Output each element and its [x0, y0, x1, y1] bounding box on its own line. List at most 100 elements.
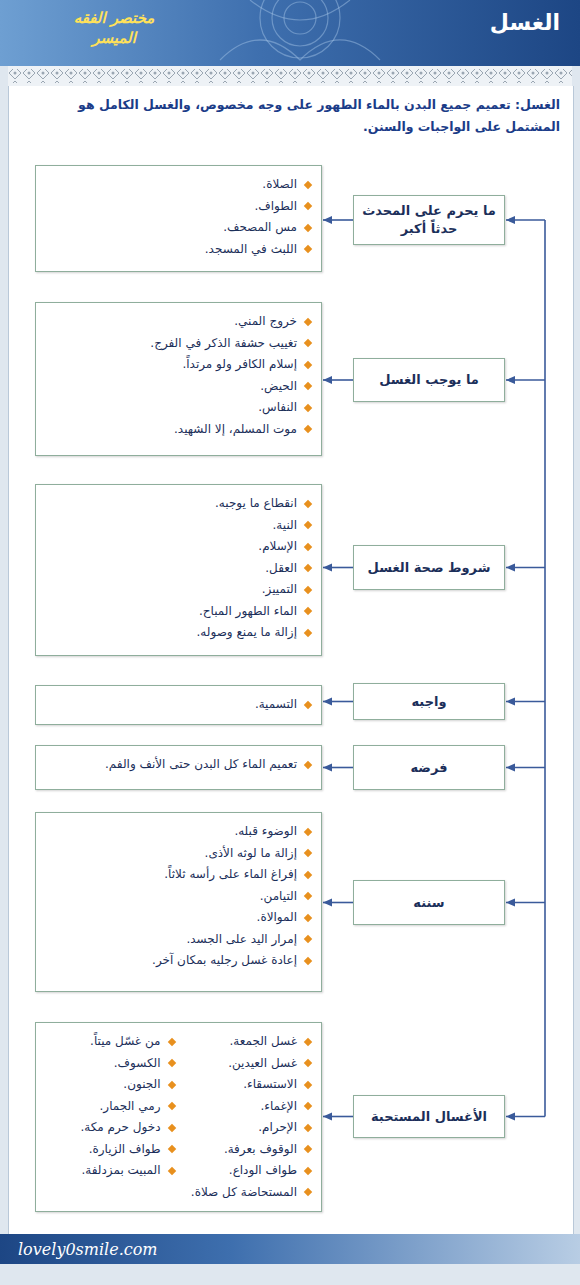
list-text: الوقوف بعرفة.	[224, 1139, 297, 1161]
branch-arrow	[506, 767, 545, 769]
list-text: الصلاة.	[262, 174, 297, 196]
category-box: واجبه	[353, 683, 505, 720]
bullet-diamond	[304, 224, 312, 232]
connector-arrow	[323, 1116, 353, 1118]
list-item: الحيض.	[44, 376, 311, 398]
list-text: الكسوف.	[114, 1053, 161, 1075]
bullet-diamond	[304, 629, 312, 637]
connector-arrow	[323, 567, 353, 569]
list-item: التيامن.	[44, 886, 311, 908]
list-text: إزالة ما يمنع وصوله.	[197, 622, 297, 644]
list-item: الصلاة.	[44, 174, 311, 196]
list-text: طواف الزيارة.	[89, 1139, 161, 1161]
list-item: الماء الطهور المباح.	[44, 601, 311, 623]
list-item: العقل.	[44, 558, 311, 580]
content-box: الصلاة.الطواف.مس المصحف.اللبث في المسجد.	[35, 165, 322, 272]
connector-arrow	[323, 219, 353, 221]
list-item: رمي الجمار.	[44, 1096, 175, 1118]
list-text: الموالاة.	[257, 907, 297, 929]
definition-text: الغسل: تعميم جميع البدن بالماء الطهور عل…	[20, 94, 560, 138]
list-item: الاستسقاء.	[181, 1074, 312, 1096]
bullet-diamond	[304, 761, 312, 769]
list-text: النفاس.	[258, 397, 297, 419]
category-box: شروط صحة الغسل	[353, 545, 505, 590]
list-item: النفاس.	[44, 397, 311, 419]
list-text: إسلام الكافر ولو مرتداً.	[182, 354, 297, 376]
list-text: إفراغ الماء على رأسه ثلاثاً.	[164, 864, 297, 886]
list-text: الماء الطهور المباح.	[199, 601, 297, 623]
list-text: المستحاضة كل صلاة.	[191, 1182, 297, 1204]
list-item: الوضوء قبله.	[44, 821, 311, 843]
category-label: سننه	[413, 894, 444, 912]
list-item: إعادة غسل رجليه بمكان آخر.	[44, 950, 311, 972]
list-text: من غسّل ميتاً.	[90, 1031, 160, 1053]
branch-arrow	[506, 379, 545, 381]
watermark: lovely0smile.com	[18, 1240, 158, 1259]
list-item: مس المصحف.	[44, 217, 311, 239]
bullet-diamond	[304, 1059, 312, 1067]
bullet-diamond	[304, 425, 312, 433]
category-box: فرضه	[353, 745, 505, 790]
list-text: تعميم الماء كل البدن حتى الأنف والفم.	[105, 754, 297, 776]
category-box: ما يحرم على المحدث حدثاً أكبر	[353, 195, 505, 245]
list-item: إسلام الكافر ولو مرتداً.	[44, 354, 311, 376]
connector-arrow	[323, 902, 353, 904]
content-box: الوضوء قبله.إزالة ما لوثه الأذى.إفراغ ال…	[35, 812, 322, 992]
list-text: الاستسقاء.	[243, 1074, 297, 1096]
list-item: التمييز.	[44, 579, 311, 601]
category-box: ما يوجب الغسل	[353, 358, 505, 402]
list-item: طواف الوداع.	[181, 1160, 312, 1182]
bullet-diamond	[304, 543, 312, 551]
list-text: التمييز.	[262, 579, 297, 601]
list-item: انقطاع ما يوجبه.	[44, 493, 311, 515]
list-text: انقطاع ما يوجبه.	[215, 493, 297, 515]
list-text: الوضوء قبله.	[234, 821, 297, 843]
bullet-diamond	[304, 1167, 312, 1175]
bullet-diamond	[304, 1145, 312, 1153]
bullet-diamond	[304, 828, 312, 836]
list-item: الطواف.	[44, 196, 311, 218]
bullet-diamond	[304, 564, 312, 572]
list-text: الطواف.	[254, 196, 297, 218]
list-text: إعادة غسل رجليه بمكان آخر.	[152, 950, 297, 972]
list-text: المبيت بمزدلفة.	[82, 1160, 161, 1182]
list-item: موت المسلم، إلا الشهيد.	[44, 419, 311, 441]
series-name: مختصر الفقه الميسر	[62, 8, 166, 48]
bullet-diamond	[304, 957, 312, 965]
list-item: النية.	[44, 515, 311, 537]
bullet-diamond	[304, 1081, 312, 1089]
bullet-diamond	[167, 1145, 175, 1153]
list-text: غسل العيدين.	[228, 1053, 297, 1075]
bullet-diamond	[304, 871, 312, 879]
bullet-diamond	[304, 935, 312, 943]
list-text: التسمية.	[255, 694, 297, 716]
list-item: اللبث في المسجد.	[44, 239, 311, 261]
bullet-diamond	[304, 1124, 312, 1132]
list-text: إمرار اليد على الجسد.	[186, 929, 297, 951]
trunk-line	[544, 220, 546, 1117]
branch-arrow	[506, 219, 545, 221]
bullet-diamond	[304, 245, 312, 253]
content-box: انقطاع ما يوجبه.النية.الإسلام.العقل.التم…	[35, 484, 322, 656]
list-item: إزالة ما لوثه الأذى.	[44, 843, 311, 865]
category-box: سننه	[353, 880, 505, 925]
branch-arrow	[506, 701, 545, 703]
bullet-diamond	[304, 318, 312, 326]
bullet-diamond	[304, 202, 312, 210]
list-text: خروج المني.	[234, 311, 297, 333]
list-item: غسل الجمعة.	[181, 1031, 312, 1053]
list-item: المبيت بمزدلفة.	[44, 1160, 175, 1182]
branch-arrow	[506, 567, 545, 569]
list-item: الوقوف بعرفة.	[181, 1139, 312, 1161]
bullet-diamond	[167, 1038, 175, 1046]
bullet-diamond	[304, 892, 312, 900]
list-item: الإغماء.	[181, 1096, 312, 1118]
list-item: الكسوف.	[44, 1053, 175, 1075]
list-item: إمرار اليد على الجسد.	[44, 929, 311, 951]
list-item: دخول حرم مكة.	[44, 1117, 175, 1139]
content-box: التسمية.	[35, 685, 322, 725]
list-item: إزالة ما يمنع وصوله.	[44, 622, 311, 644]
list-item: الجنون.	[44, 1074, 175, 1096]
title: الغسل	[490, 10, 560, 35]
category-label: الأغسال المستحبة	[371, 1108, 487, 1126]
